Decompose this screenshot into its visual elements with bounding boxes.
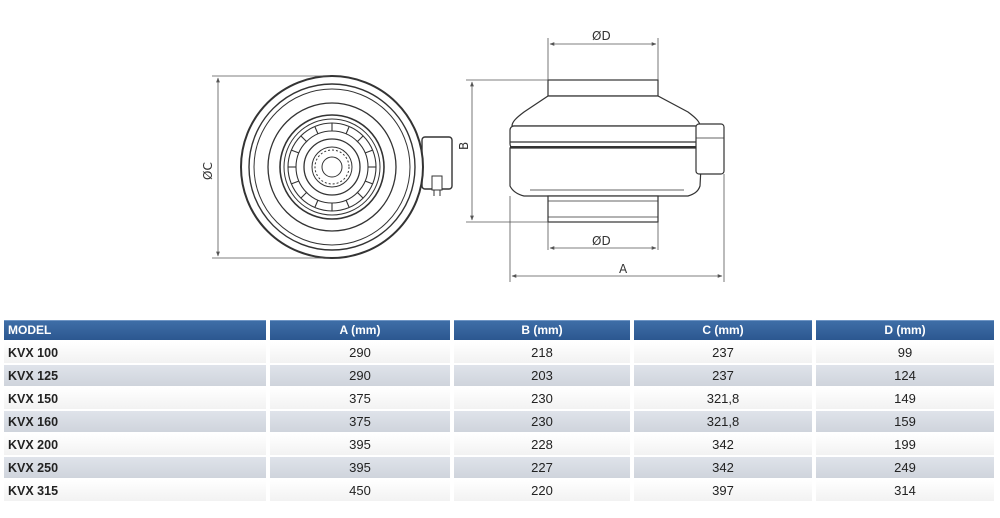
- cell-d: 149: [816, 388, 994, 409]
- fan-technical-drawing: ØC: [201, 29, 725, 282]
- table-header-row: MODEL A (mm) B (mm) C (mm) D (mm): [4, 320, 994, 340]
- cell-d: 99: [816, 342, 994, 363]
- header-c: C (mm): [634, 320, 812, 340]
- header-d: D (mm): [816, 320, 994, 340]
- table-row: KVX 160 375 230 321,8 159: [4, 411, 994, 432]
- cell-d: 159: [816, 411, 994, 432]
- side-terminal-box: [695, 123, 725, 175]
- table-row: KVX 315 450 220 397 314: [4, 480, 994, 501]
- side-dimensions: [466, 38, 725, 282]
- table-row: KVX 100 290 218 237 99: [4, 342, 994, 363]
- label-d-top: ØD: [592, 29, 611, 43]
- model-cell: KVX 250: [4, 457, 266, 478]
- label-c: ØC: [201, 162, 215, 180]
- cell-c: 321,8: [634, 411, 812, 432]
- label-a: A: [619, 262, 628, 276]
- side-view: [509, 79, 725, 223]
- cell-b: 230: [454, 411, 630, 432]
- cell-a: 395: [270, 434, 450, 455]
- top-duct-collar: [547, 79, 659, 97]
- cell-b: 203: [454, 365, 630, 386]
- cell-a: 290: [270, 365, 450, 386]
- table-row: KVX 250 395 227 342 249: [4, 457, 994, 478]
- model-cell: KVX 315: [4, 480, 266, 501]
- bottom-duct-collar: [547, 195, 659, 223]
- cell-c: 397: [634, 480, 812, 501]
- cell-c: 237: [634, 342, 812, 363]
- table-row: KVX 200 395 228 342 199: [4, 434, 994, 455]
- dimension-c: [212, 75, 330, 259]
- dimensions-table: MODEL A (mm) B (mm) C (mm) D (mm) KVX 10…: [0, 318, 998, 503]
- header-b: B (mm): [454, 320, 630, 340]
- cell-d: 314: [816, 480, 994, 501]
- cell-b: 230: [454, 388, 630, 409]
- model-cell: KVX 200: [4, 434, 266, 455]
- cell-b: 227: [454, 457, 630, 478]
- label-b: B: [457, 142, 471, 150]
- cell-d: 249: [816, 457, 994, 478]
- cell-b: 228: [454, 434, 630, 455]
- table-row: KVX 150 375 230 321,8 149: [4, 388, 994, 409]
- housing-band: [509, 125, 703, 149]
- model-cell: KVX 100: [4, 342, 266, 363]
- cell-d: 124: [816, 365, 994, 386]
- table-row: KVX 125 290 203 237 124: [4, 365, 994, 386]
- cell-c: 237: [634, 365, 812, 386]
- cell-a: 450: [270, 480, 450, 501]
- label-d-bottom: ØD: [592, 234, 611, 248]
- model-cell: KVX 160: [4, 411, 266, 432]
- cell-d: 199: [816, 434, 994, 455]
- header-a: A (mm): [270, 320, 450, 340]
- model-cell: KVX 150: [4, 388, 266, 409]
- front-view: [212, 75, 453, 259]
- cell-b: 220: [454, 480, 630, 501]
- cell-a: 375: [270, 388, 450, 409]
- cell-c: 321,8: [634, 388, 812, 409]
- cell-a: 375: [270, 411, 450, 432]
- cell-b: 218: [454, 342, 630, 363]
- model-cell: KVX 125: [4, 365, 266, 386]
- cell-c: 342: [634, 457, 812, 478]
- cell-a: 395: [270, 457, 450, 478]
- cell-c: 342: [634, 434, 812, 455]
- header-model: MODEL: [4, 320, 266, 340]
- impeller-blades: [287, 122, 377, 212]
- cell-a: 290: [270, 342, 450, 363]
